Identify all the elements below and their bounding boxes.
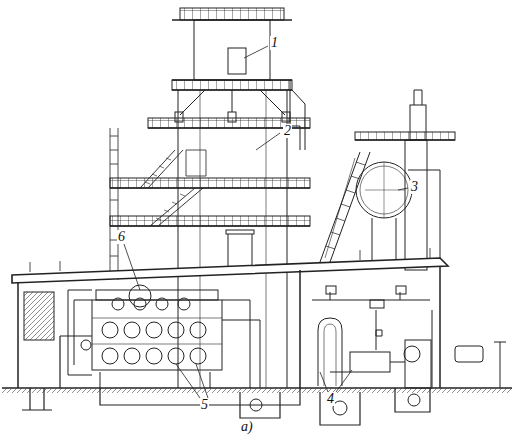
callout-number: 5 (200, 398, 209, 412)
callout-number: 4 (326, 392, 335, 406)
callout-number: 2 (283, 124, 292, 138)
callout-number: 3 (410, 180, 419, 194)
view-label: а) (240, 420, 254, 434)
callout-number: 6 (117, 230, 126, 244)
callout-number: 1 (270, 36, 279, 50)
